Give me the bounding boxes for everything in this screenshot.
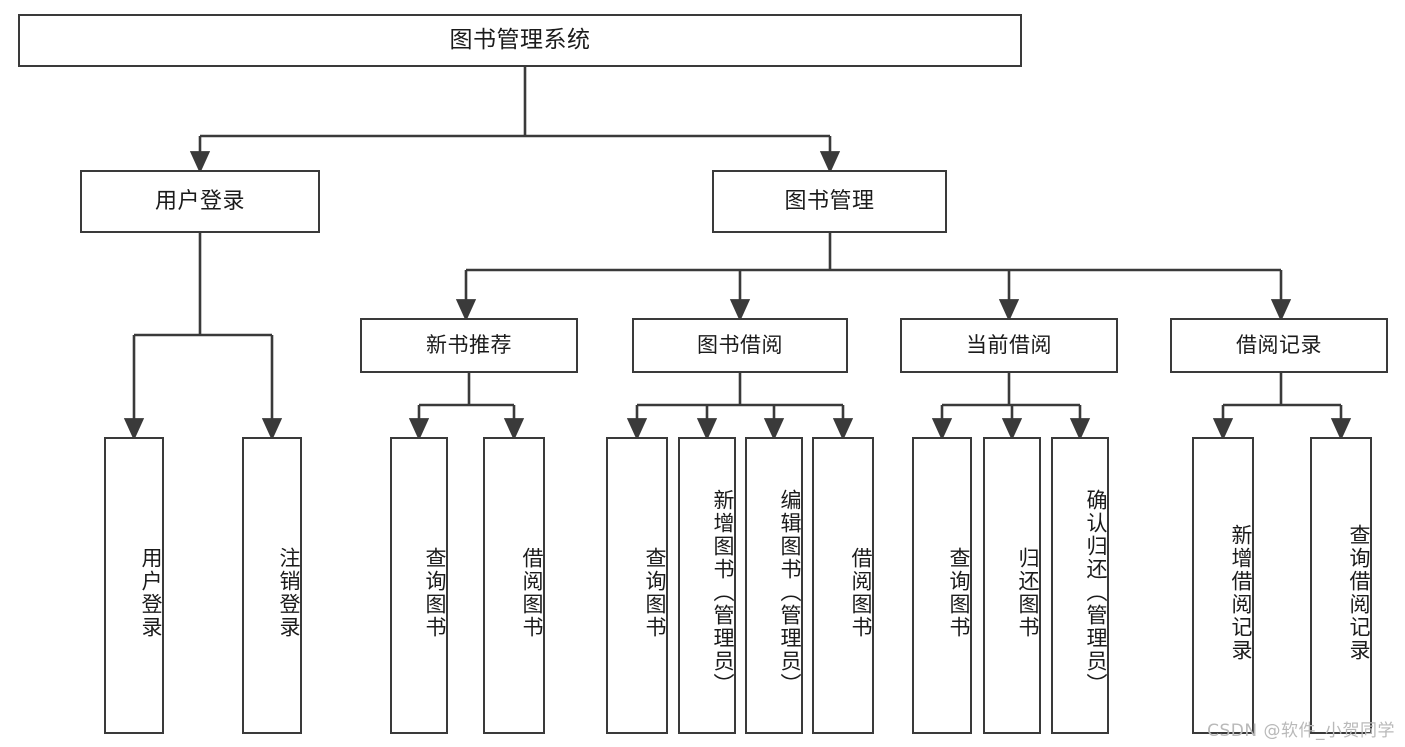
node-current-borrow[interactable]: 当前借阅 [900, 318, 1118, 373]
node-user-login[interactable]: 用户登录 [80, 170, 320, 233]
node-label: 当前借阅 [966, 333, 1052, 358]
node-label: 借阅图书 [520, 546, 544, 639]
leaf-add-book[interactable]: 新增图书（管理员） [678, 437, 736, 734]
node-label: 新书推荐 [426, 333, 512, 358]
leaf-confirm-return[interactable]: 确认归还（管理员） [1051, 437, 1109, 734]
node-root-system[interactable]: 图书管理系统 [18, 14, 1022, 67]
node-label: 查询图书 [423, 546, 447, 639]
leaf-logout[interactable]: 注销登录 [242, 437, 302, 734]
node-label: 编辑图书（管理员） [778, 489, 802, 696]
node-new-book-recommend[interactable]: 新书推荐 [360, 318, 578, 373]
leaf-query-book-3[interactable]: 查询图书 [912, 437, 972, 734]
leaf-query-book-1[interactable]: 查询图书 [390, 437, 448, 734]
node-label: 查询图书 [947, 546, 971, 639]
leaf-borrow-book-1[interactable]: 借阅图书 [483, 437, 545, 734]
leaf-query-book-2[interactable]: 查询图书 [606, 437, 668, 734]
node-label: 借阅图书 [849, 546, 873, 639]
node-book-borrow[interactable]: 图书借阅 [632, 318, 848, 373]
leaf-borrow-book-2[interactable]: 借阅图书 [812, 437, 874, 734]
node-label: 图书借阅 [697, 333, 783, 358]
node-label: 新增借阅记录 [1229, 523, 1253, 662]
node-label: 借阅记录 [1236, 333, 1322, 358]
leaf-add-borrow-record[interactable]: 新增借阅记录 [1192, 437, 1254, 734]
node-label: 图书管理系统 [449, 26, 591, 53]
leaf-edit-book[interactable]: 编辑图书（管理员） [745, 437, 803, 734]
node-label: 图书管理 [784, 188, 875, 214]
node-borrow-record[interactable]: 借阅记录 [1170, 318, 1388, 373]
node-label: 注销登录 [277, 546, 301, 639]
node-label: 新增图书（管理员） [711, 489, 735, 696]
node-label: 查询借阅记录 [1347, 523, 1371, 662]
node-book-management[interactable]: 图书管理 [712, 170, 947, 233]
node-label: 用户登录 [154, 188, 245, 214]
node-label: 确认归还（管理员） [1084, 489, 1108, 696]
node-label: 用户登录 [139, 546, 163, 639]
node-label: 查询图书 [643, 546, 667, 639]
leaf-user-login[interactable]: 用户登录 [104, 437, 164, 734]
leaf-query-borrow-record[interactable]: 查询借阅记录 [1310, 437, 1372, 734]
leaf-return-book[interactable]: 归还图书 [983, 437, 1041, 734]
node-label: 归还图书 [1016, 546, 1040, 639]
